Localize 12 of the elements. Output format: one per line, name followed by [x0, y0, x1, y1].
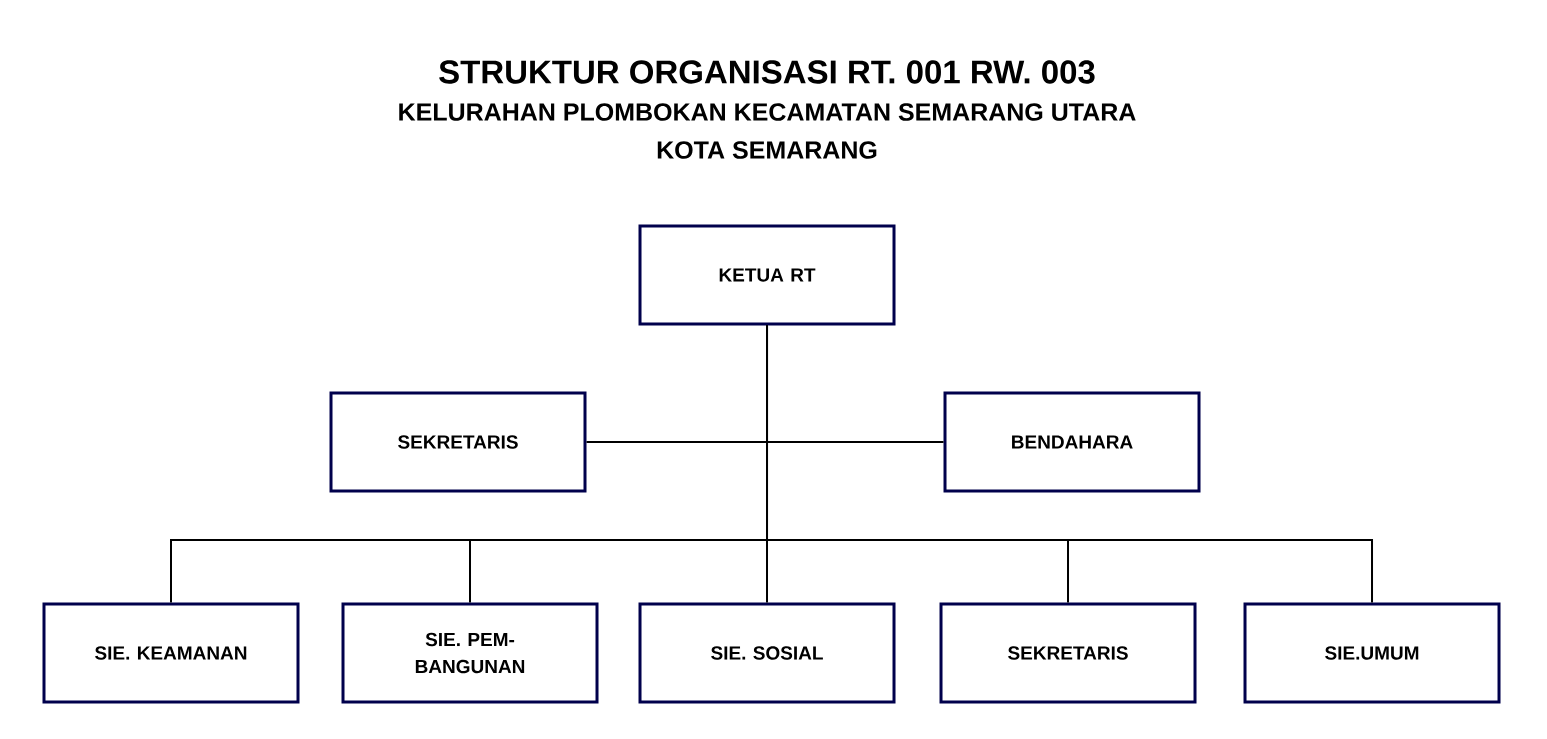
connector-line	[766, 324, 1373, 604]
org-box: SEKRETARIS	[939, 602, 1197, 704]
org-box: SIE.UMUM	[1243, 602, 1501, 704]
subtitle: KOTA SEMARANG	[657, 141, 877, 159]
org-box: SIE. PEM- BANGUNAN	[341, 602, 599, 704]
org-box: BENDAHARA	[943, 391, 1201, 493]
org-box: SEKRETARIS	[329, 391, 587, 493]
org-box: SIE. KEAMANAN	[42, 602, 300, 704]
org-box: SIE. SOSIAL	[638, 602, 896, 704]
subtitle: KELURAHAN PLOMBOKAN KECAMATAN SEMARANG UTARA	[399, 103, 1136, 121]
org-box: KETUA RT	[638, 224, 896, 326]
title: STRUKTUR ORGANISASI RT. 001 RW. 003	[439, 60, 1095, 84]
